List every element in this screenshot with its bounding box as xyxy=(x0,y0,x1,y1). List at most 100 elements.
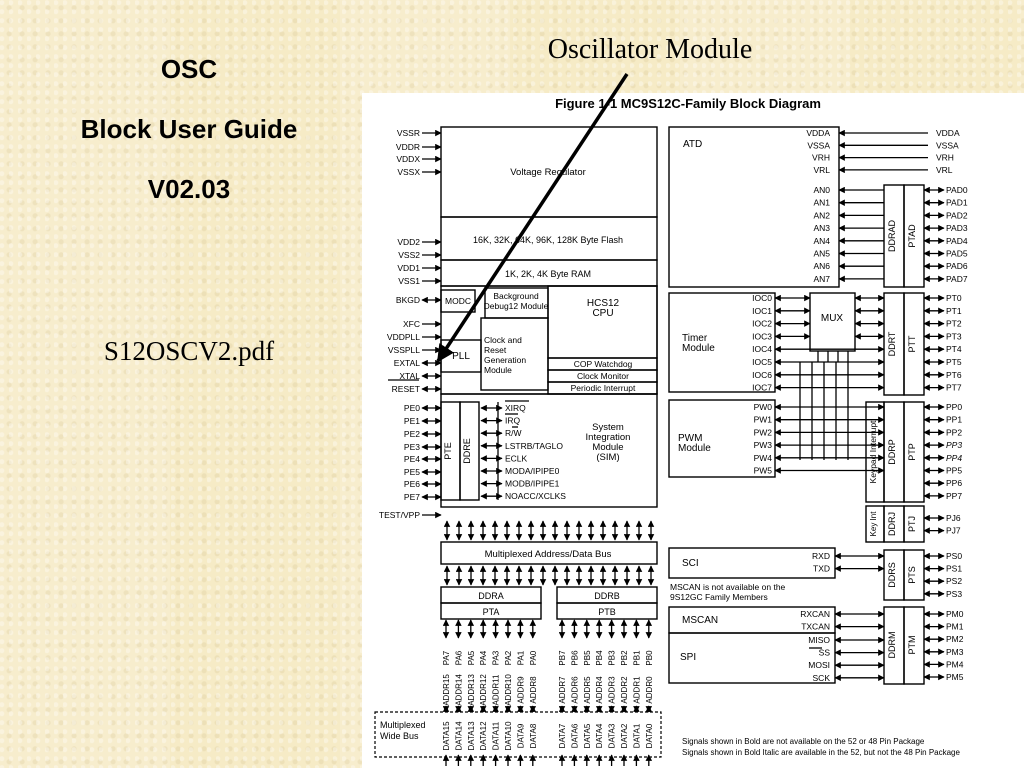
ram-label: 1K, 2K, 4K Byte RAM xyxy=(505,269,591,279)
port-a-addr-addr12: ADDR12 xyxy=(479,674,488,706)
bus-label: Multiplexed Address/Data Bus xyxy=(485,549,612,560)
sim-label: Module xyxy=(592,442,623,453)
pad-pin-pad2: PAD2 xyxy=(946,210,968,220)
atd-signal-an1: AN1 xyxy=(813,198,830,208)
port-a-pin-pa3: PA3 xyxy=(492,650,501,665)
pm-pin-pm0: PM0 xyxy=(946,609,964,619)
crg-label: Reset xyxy=(484,345,507,355)
spi-signal-miso: MISO xyxy=(808,635,830,645)
pll-label: PLL xyxy=(452,351,470,362)
port-b-addr-addr0: ADDR0 xyxy=(645,676,654,704)
left-pin-xfc: XFC xyxy=(403,319,420,329)
port-b-data-data6: DATA6 xyxy=(570,723,579,748)
port-a-pin-pa6: PA6 xyxy=(454,650,463,665)
ptj-label: PTJ xyxy=(907,516,917,532)
periodic-interrupt-label: Periodic Interrupt xyxy=(571,383,636,393)
pwm-signal-pw2: PW2 xyxy=(754,427,773,437)
keypad-label: Keypad Interrupt xyxy=(868,420,878,483)
port-a-data-data9: DATA9 xyxy=(516,723,525,748)
timer-signal-ioc6: IOC6 xyxy=(752,370,772,380)
timer-block xyxy=(668,292,776,393)
port-b-pin-pb5: PB5 xyxy=(583,650,592,666)
left-pin-vddr: VDDR xyxy=(396,142,420,152)
pp-pin-pp1: PP1 xyxy=(946,415,962,425)
sim-signal-irq: IRQ xyxy=(505,416,521,426)
timer-signal-ioc2: IOC2 xyxy=(752,319,772,329)
port-b-addr-addr2: ADDR2 xyxy=(620,676,629,704)
sim-signal-rw: R/W xyxy=(505,428,522,438)
port-b-data-data0: DATA0 xyxy=(645,723,654,748)
ps-pin-ps3: PS3 xyxy=(946,589,962,599)
voltage-regulator-label: Voltage Regulator xyxy=(510,167,586,178)
atd-signal-an2: AN2 xyxy=(813,210,830,220)
sim-signal-lstrbtaglo: LSTRB/TAGLO xyxy=(505,441,563,451)
atd-signal-an7: AN7 xyxy=(813,274,830,284)
timer-signal-ioc3: IOC3 xyxy=(752,331,772,341)
left-pin-reset: RESET xyxy=(392,384,420,394)
port-a-pin-pa0: PA0 xyxy=(529,650,538,665)
block-diagram: Figure 1-1 MC9S12C-Family Block DiagramV… xyxy=(374,96,968,766)
port-a-data-data13: DATA13 xyxy=(467,721,476,751)
mux-label: MUX xyxy=(821,313,844,324)
multiplexed-wide-bus-box xyxy=(374,711,662,758)
crg-label: Generation xyxy=(484,355,526,365)
sim-label: (SIM) xyxy=(596,452,619,463)
ddrb-label: DDRB xyxy=(594,591,620,601)
pp-pin-pp3: PP3 xyxy=(946,440,962,450)
ptb-label: PTB xyxy=(598,607,616,617)
atd-signal-an0: AN0 xyxy=(813,185,830,195)
left-pin-vss2: VSS2 xyxy=(398,250,420,260)
spi-signal-mosi: MOSI xyxy=(808,660,830,670)
spi-signal-ss: SS xyxy=(819,648,831,658)
pwm-signal-pw0: PW0 xyxy=(754,402,773,412)
ps-pin-ps1: PS1 xyxy=(946,564,962,574)
atd-pin-vssa: VSSA xyxy=(936,140,959,150)
pdf-filename: S12OSCV2.pdf xyxy=(103,336,275,366)
pad-pin-pad1: PAD1 xyxy=(946,198,968,208)
sim-label: Integration xyxy=(586,432,631,443)
spi-label: SPI xyxy=(680,652,696,663)
pp-pin-pp7: PP7 xyxy=(946,491,962,501)
port-a-data-data15: DATA15 xyxy=(442,721,451,751)
atd-signal-vrl: VRL xyxy=(813,165,830,175)
sim-signal-modaipipe0: MODA/IPIPE0 xyxy=(505,466,560,476)
cpu-label: CPU xyxy=(592,308,613,319)
ptb-block xyxy=(556,602,658,620)
port-b-data-data4: DATA4 xyxy=(595,723,604,748)
left-pin-extal: EXTAL xyxy=(394,358,421,368)
pj-pin-pj7: PJ7 xyxy=(946,526,961,536)
modc-label: MODC xyxy=(445,296,471,306)
port-a-data-data10: DATA10 xyxy=(504,721,513,751)
port-b-addr-addr3: ADDR3 xyxy=(608,676,617,704)
pte-label: PTE xyxy=(443,442,453,460)
guide-title-block-user-guide: Block User Guide xyxy=(80,114,298,144)
pad-pin-pad6: PAD6 xyxy=(946,261,968,271)
port-a-data-data12: DATA12 xyxy=(479,721,488,751)
pj-pin-pj6: PJ6 xyxy=(946,513,961,523)
left-pin-vdd2: VDD2 xyxy=(397,237,420,247)
flash-label: 16K, 32K, 64K, 96K, 128K Byte Flash xyxy=(473,235,623,245)
sci-label: SCI xyxy=(682,558,699,569)
pwm-block xyxy=(668,399,776,478)
sim-label: System xyxy=(592,422,624,433)
port-b-pin-pb1: PB1 xyxy=(632,650,641,666)
ddrj-label: DDRJ xyxy=(887,512,897,536)
pp-pin-pp5: PP5 xyxy=(946,466,962,476)
port-a-pin-pa4: PA4 xyxy=(479,650,488,665)
port-b-data-data2: DATA2 xyxy=(620,723,629,748)
port-b-data-data5: DATA5 xyxy=(583,723,592,748)
port-b-pin-pb6: PB6 xyxy=(570,650,579,666)
pta-label: PTA xyxy=(483,607,500,617)
pm-pin-pm4: PM4 xyxy=(946,659,964,669)
atd-signal-an6: AN6 xyxy=(813,261,830,271)
ptj-block xyxy=(903,505,925,543)
timer-signal-ioc4: IOC4 xyxy=(752,344,772,354)
pad-pin-pad0: PAD0 xyxy=(946,185,968,195)
ptm-label: PTM xyxy=(907,636,917,655)
port-a-addr-addr8: ADDR8 xyxy=(529,676,538,704)
port-b-pin-pb0: PB0 xyxy=(645,650,654,666)
sci-signal-rxd: RXD xyxy=(812,551,830,561)
sim-signal-eclk: ECLK xyxy=(505,453,528,463)
pad-pin-pad5: PAD5 xyxy=(946,249,968,259)
pm-pin-pm2: PM2 xyxy=(946,634,964,644)
